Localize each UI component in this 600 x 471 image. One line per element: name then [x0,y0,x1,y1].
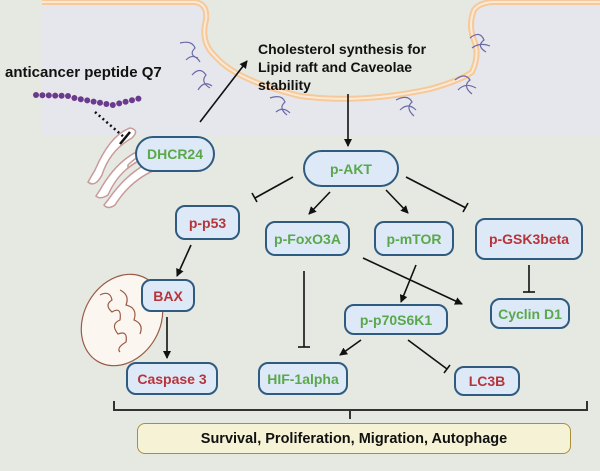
caveolin-icon [179,41,201,63]
peptide-label: anticancer peptide Q7 [5,64,162,81]
node-pfoxo3a: p-FoxO3A [265,221,350,256]
peptide-bead [97,99,103,106]
edges [94,60,535,374]
caveolin-icon [191,69,213,91]
peptide-bead [103,101,110,107]
edge-pmtor-pp70s6k1 [399,264,417,303]
peptide-bead [33,92,39,98]
edge-peptide-dhcr24 [94,111,126,139]
outcome-bracket [113,401,588,419]
node-pgsk3beta: p-GSK3beta [475,218,583,260]
node-cyclind1: Cyclin D1 [490,298,570,329]
membrane-inner-line [42,1,600,100]
inhibit-bar [251,192,258,203]
cholesterol-label-line2: Lipid raft and Caveolae [258,59,413,75]
peptide-bead [84,97,91,104]
outcome-box: Survival, Proliferation, Migration, Auto… [137,423,571,454]
caveolin-icon [269,96,291,116]
node-bax: BAX [141,279,195,312]
edge-dhcr24-cholesterol [199,60,248,123]
cholesterol-label: Cholesterol synthesis for Lipid raft and… [258,40,426,94]
edge-pp53-bax [176,244,192,277]
caveolin-proteins [179,33,491,117]
edge-pp70s6k1-hif1alpha [339,339,362,356]
edge-pakt-pp53 [254,176,294,199]
caveolin-icon [469,33,491,53]
edge-pakt-pgsk3beta [405,176,467,209]
inhibit-bar [443,364,451,374]
edge-pakt-pfoxo3a [308,191,331,215]
peptide-bead [90,98,97,105]
peptide-bead [129,97,135,104]
peptide-bead [77,96,84,103]
edge-pfoxo3a-cyclind1 [362,257,463,305]
peptide-bead [52,92,59,99]
peptide-bead [109,102,116,108]
edge-pp70s6k1-lc3b [407,339,448,370]
node-dhcr24: DHCR24 [135,136,215,172]
peptide-bead [39,92,46,99]
peptide-bead [71,95,78,101]
edge-pakt-pmtor [385,189,409,214]
peptide-bead [122,98,129,105]
caveolin-icon [395,96,417,117]
node-pmtor: p-mTOR [374,221,454,256]
inhibit-bar [119,131,131,145]
caveolin-icon [454,75,477,95]
peptide-chain-icon [33,92,142,108]
peptide-bead [135,95,142,102]
node-caspase3: Caspase 3 [126,362,218,395]
extracellular-space [200,0,490,98]
inhibit-bar [462,202,469,213]
node-pp70s6k1: p-p70S6K1 [344,304,448,335]
cholesterol-label-line1: Cholesterol synthesis for [258,41,427,57]
node-pakt: p-AKT [303,150,399,187]
peptide-bead [65,93,71,99]
peptide-bead [116,100,123,107]
peptide-bead [45,92,52,99]
node-pp53: p-p53 [175,205,240,240]
cholesterol-label-line3: stability [258,77,311,93]
node-lc3b: LC3B [454,366,520,396]
node-hif1alpha: HIF-1alpha [258,362,348,395]
peptide-bead [58,92,65,99]
